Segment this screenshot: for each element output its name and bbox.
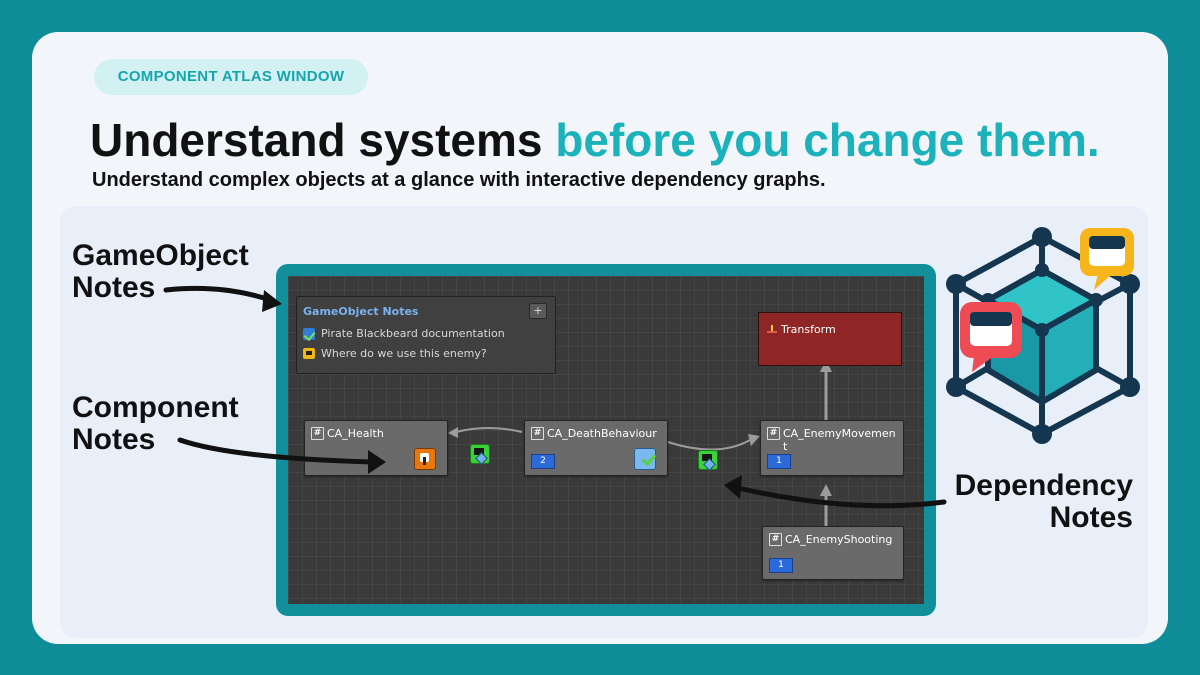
callout-line: Dependency [954, 469, 1133, 502]
edge-arrowhead [820, 360, 832, 372]
add-note-button[interactable]: + [529, 303, 547, 319]
note-text: Pirate Blackbeard documentation [321, 327, 505, 340]
dependency-graph[interactable]: GameObject Notes + Pirate Blackbeard doc… [288, 276, 924, 604]
dependency-count-badge: 1 [767, 454, 791, 469]
node-title: # CA_EnemyShooting [769, 533, 892, 546]
component-note-icon[interactable] [414, 448, 436, 470]
edge-arrowhead [748, 434, 760, 446]
question-note-icon [303, 348, 315, 359]
node-title: # CA_EnemyMovemen t [767, 427, 896, 453]
edge-arrowhead [448, 427, 458, 438]
subline: Understand complex objects at a glance w… [92, 169, 826, 191]
note-text: Where do we use this enemy? [321, 347, 487, 360]
callout-line: Notes [1049, 501, 1133, 534]
node-title: Transform [767, 323, 836, 336]
component-note-icon[interactable] [634, 448, 656, 470]
node-title-text: CA_DeathBehaviour [547, 427, 657, 440]
note-item[interactable]: Where do we use this enemy? [303, 347, 487, 360]
transform-axes-icon [767, 324, 777, 335]
section-pill: COMPONENT ATLAS WINDOW [94, 59, 368, 95]
callout-line: Notes [72, 271, 156, 304]
node-title: # CA_Health [311, 427, 384, 440]
node-title-text: CA_Health [327, 427, 384, 440]
node-title-text: CA_EnemyShooting [785, 533, 893, 546]
gameobject-notes-panel: GameObject Notes + Pirate Blackbeard doc… [296, 296, 556, 374]
graph-window-frame: GameObject Notes + Pirate Blackbeard doc… [276, 264, 936, 616]
edge-arrowhead [820, 484, 832, 496]
node-title-text: Transform [781, 323, 836, 336]
callout-component-notes: Component Notes [72, 392, 239, 456]
callout-dependency-notes: Dependency Notes [947, 470, 1133, 534]
hero-card: COMPONENT ATLAS WINDOW Understand system… [32, 32, 1168, 644]
node-title-text: CA_EnemyMovemen t [783, 427, 896, 453]
callout-line: Notes [72, 423, 156, 456]
script-hash-icon: # [531, 427, 544, 440]
node-transform[interactable]: Transform [758, 312, 902, 366]
dependency-count-badge: 2 [531, 454, 555, 469]
dependency-note-icon[interactable] [698, 450, 718, 470]
node-ca-enemymovement[interactable]: # CA_EnemyMovemen t 1 [760, 420, 904, 476]
headline: Understand systems before you change the… [90, 112, 1100, 168]
edge-death-to-movement [667, 439, 751, 451]
edge-death-to-health [455, 427, 523, 433]
node-title-line: t [783, 440, 788, 453]
notes-panel-title: GameObject Notes [303, 305, 419, 318]
headline-accent: before you change them. [555, 114, 1100, 166]
documentation-note-icon [303, 327, 315, 340]
callout-gameobject-notes: GameObject Notes [72, 240, 249, 304]
headline-main: Understand systems [90, 114, 543, 166]
note-item[interactable]: Pirate Blackbeard documentation [303, 327, 505, 340]
node-title-line: CA_EnemyMovemen [783, 427, 896, 440]
node-title: # CA_DeathBehaviour [531, 427, 657, 440]
script-hash-icon: # [311, 427, 324, 440]
dependency-note-icon[interactable] [470, 444, 490, 464]
callout-line: Component [72, 391, 239, 424]
dependency-count-badge: 1 [769, 558, 793, 573]
callout-line: GameObject [72, 239, 249, 272]
script-hash-icon: # [767, 427, 780, 440]
node-ca-enemyshooting[interactable]: # CA_EnemyShooting 1 [762, 526, 904, 580]
script-hash-icon: # [769, 533, 782, 546]
